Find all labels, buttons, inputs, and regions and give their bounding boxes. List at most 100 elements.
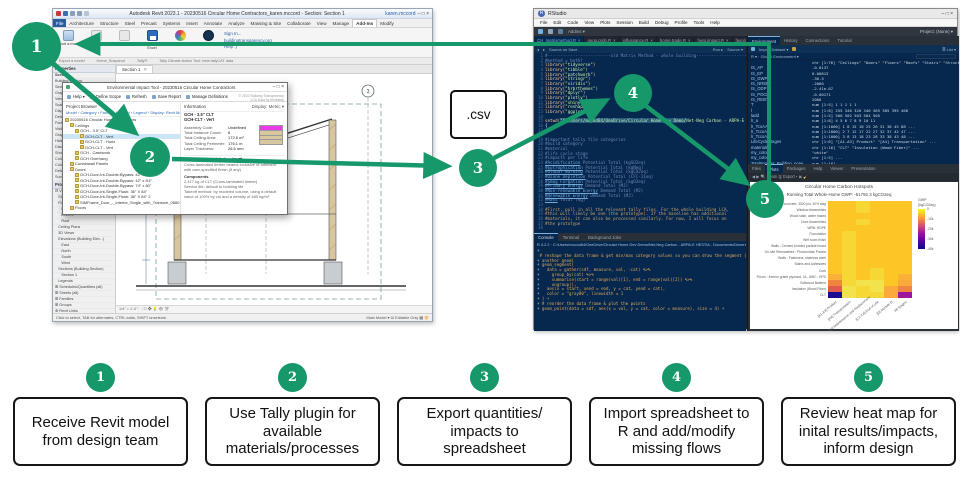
view-tab-section1[interactable]: Section 1 ✕ <box>116 65 153 73</box>
revit-ribbon-tab[interactable]: Structure <box>99 20 119 26</box>
browser-tree-item[interactable]: ⊞ Families <box>53 297 115 303</box>
browser-tree-item[interactable]: Sections (Building Section) <box>53 267 115 273</box>
dialog-tree-item[interactable]: SIMFrame_Door_-_Interior_Single_with_Tra… <box>63 200 180 206</box>
source-file-tab[interactable]: heat.impact.R× <box>694 36 733 45</box>
browser-tree-item[interactable]: Level 2 <box>53 213 115 219</box>
browser-tree-item[interactable]: Ceiling Plans <box>53 225 115 231</box>
dialog-tree-item[interactable]: GCH-Door-Int-Single-Flush: 36" X 84" 2 <box>63 194 180 200</box>
menu-item[interactable]: View <box>584 20 595 25</box>
browser-tree-item[interactable]: South <box>53 255 115 261</box>
revit-ribbon-tab[interactable]: Massing & Site <box>250 20 282 26</box>
ribbon-button[interactable]: Export a model <box>55 29 81 50</box>
menu-item[interactable]: Build <box>638 20 649 25</box>
plots-toolbar[interactable]: ◀ ▶ 🔍 Zoom 🖫 Export ▾ ✖ 🧹 <box>748 173 959 181</box>
open-file-icon[interactable] <box>548 29 553 34</box>
dialog-toolbar-button[interactable]: Manage Definitions <box>186 94 228 99</box>
browser-tree-item[interactable]: ⊞ Schedules/Quantities (all) <box>53 285 115 291</box>
save-icon[interactable] <box>63 11 68 16</box>
menu-item[interactable]: Profile <box>674 20 688 25</box>
global-environment-select[interactable]: R ▾ · Global Environment ▾ <box>751 53 799 59</box>
plots-tab[interactable]: Packages <box>786 166 806 171</box>
browser-tree-item[interactable]: East <box>53 243 115 249</box>
plots-tab[interactable]: Plots <box>765 164 783 173</box>
ribbon-button[interactable]: Convert RFA to Excel <box>139 29 165 50</box>
dialog-tree-item[interactable]: GCH-Door-Int-Double-Bypass: 74" x 80" <box>63 183 180 189</box>
dialog-tree-item[interactable]: Floors <box>63 205 180 211</box>
dialog-breadcrumb[interactable]: Model › Category › Family › Material › L… <box>63 110 180 117</box>
ribbon-button[interactable]: About <box>111 29 137 50</box>
environment-tab[interactable]: Tutorial <box>837 38 852 43</box>
status-right[interactable]: Main Model ▾ ☑ Editable Only ▦ 🔆 <box>366 315 429 320</box>
revit-ribbon-tab[interactable]: Steel <box>124 20 136 26</box>
dialog-tree-item[interactable]: Doors <box>63 167 180 173</box>
console-tab[interactable]: Terminal <box>562 234 580 240</box>
environment-tab[interactable]: History <box>784 38 798 43</box>
menu-item[interactable]: Help <box>710 20 720 25</box>
run-button[interactable]: Run ▸ <box>712 46 724 52</box>
project-selector[interactable]: Project: (None) ▾ <box>920 28 953 34</box>
source-on-save-checkbox[interactable]: Source on Save <box>549 46 578 52</box>
dialog-toolbar-button[interactable]: Refresh <box>126 94 147 99</box>
source-file-tab[interactable]: CH_matrixmethod.R× <box>534 36 585 45</box>
dialog-tree-item[interactable]: GCH-Door-Int-Single-Flush: 36" X 84" <box>63 189 180 195</box>
revit-ribbon-tab[interactable]: Systems <box>162 20 181 26</box>
revit-ribbon-tab[interactable]: Annotate <box>203 20 223 26</box>
redo-icon[interactable] <box>77 11 82 16</box>
close-icon[interactable]: ✕ <box>143 66 147 72</box>
close-icon[interactable]: × <box>613 38 616 43</box>
console-tab[interactable]: Background Jobs <box>588 234 622 240</box>
browser-tree-item[interactable]: North <box>53 249 115 255</box>
revit-ribbon-tab[interactable]: File <box>53 19 67 27</box>
close-icon[interactable]: × <box>687 38 691 43</box>
environment-tab[interactable]: Environment <box>748 36 781 45</box>
plots-tab[interactable]: Presentation <box>851 166 876 171</box>
revit-ribbon-tab[interactable]: Manage <box>332 20 350 26</box>
revit-ribbon-tab[interactable]: Precast <box>141 20 157 26</box>
console-tab[interactable]: Console <box>534 233 558 241</box>
ribbon-link[interactable]: Sign In... <box>224 31 242 36</box>
plots-tab[interactable]: Help <box>813 166 823 171</box>
source-file-tab[interactable]: home.trade.R× <box>657 36 695 45</box>
ribbon-link[interactable]: buildingtransparency.org <box>224 37 272 43</box>
revit-ribbon-tab[interactable]: Modify <box>380 20 394 26</box>
import-dataset-button[interactable]: Import Dataset ▾ <box>759 46 789 52</box>
addins-menu[interactable]: Addins ▾ <box>568 28 585 34</box>
revit-user[interactable]: karen.mccord <box>385 10 416 17</box>
close-icon[interactable]: × <box>650 38 653 43</box>
dialog-window-controls[interactable]: – □ × <box>272 84 285 90</box>
menu-item[interactable]: Plots <box>600 20 611 25</box>
menu-item[interactable]: Session <box>616 20 633 25</box>
menu-item[interactable]: Tools <box>693 20 705 25</box>
rstudio-window-controls[interactable]: – □ × <box>941 10 954 17</box>
browser-tree-item[interactable]: ⊞ Groups <box>53 303 115 309</box>
environment-variable-row[interactable]: chr [1:76] "Ceilings" "Doors" "Floors" "… <box>812 60 959 65</box>
browser-tree-item[interactable]: Elevations (Building Elev...) <box>53 237 115 243</box>
plots-tab[interactable]: Viewer <box>830 166 844 171</box>
revit-ribbon-tab[interactable]: Collaborate <box>287 20 311 26</box>
source-file-tab[interactable]: geog.prob.R× <box>584 36 620 45</box>
ribbon-link[interactable]: Help :) <box>224 44 237 50</box>
plots-tab[interactable]: Files <box>752 166 762 171</box>
list-view-toggle[interactable]: ≣ List ▾ <box>942 46 956 52</box>
undo-icon[interactable] <box>70 11 75 16</box>
menu-item[interactable]: Debug <box>654 20 669 25</box>
close-icon[interactable]: × <box>726 38 729 43</box>
dialog-toolbar-button[interactable]: Define Scope <box>89 94 121 99</box>
close-icon[interactable]: × <box>577 38 581 43</box>
new-file-icon[interactable] <box>538 29 543 34</box>
print-icon[interactable] <box>84 11 89 16</box>
broom-icon[interactable] <box>792 47 797 51</box>
back-icon[interactable]: ◂ <box>537 46 540 52</box>
console-output[interactable]: + # reshape the data frame & get min/max… <box>534 248 746 311</box>
revit-window-controls[interactable]: – □ × <box>417 10 430 17</box>
forward-icon[interactable]: ▸ <box>543 46 546 52</box>
dialog-toolbar-button[interactable]: Help ▾ <box>67 94 85 99</box>
browser-tree-item[interactable]: Roof <box>53 219 115 225</box>
browser-tree-item[interactable]: Section 1 <box>53 273 115 279</box>
ribbon-button[interactable]: Help <box>83 29 109 50</box>
view-control-bar[interactable]: 1/4" = 1'-0" 🗔 ◻ ❖ 💡 👁 ✂ <box>116 305 432 313</box>
source-button[interactable]: Source ▾ <box>727 46 743 52</box>
source-file-tab[interactable]: influssance.R× <box>620 36 657 45</box>
save-workspace-icon[interactable] <box>751 47 755 51</box>
